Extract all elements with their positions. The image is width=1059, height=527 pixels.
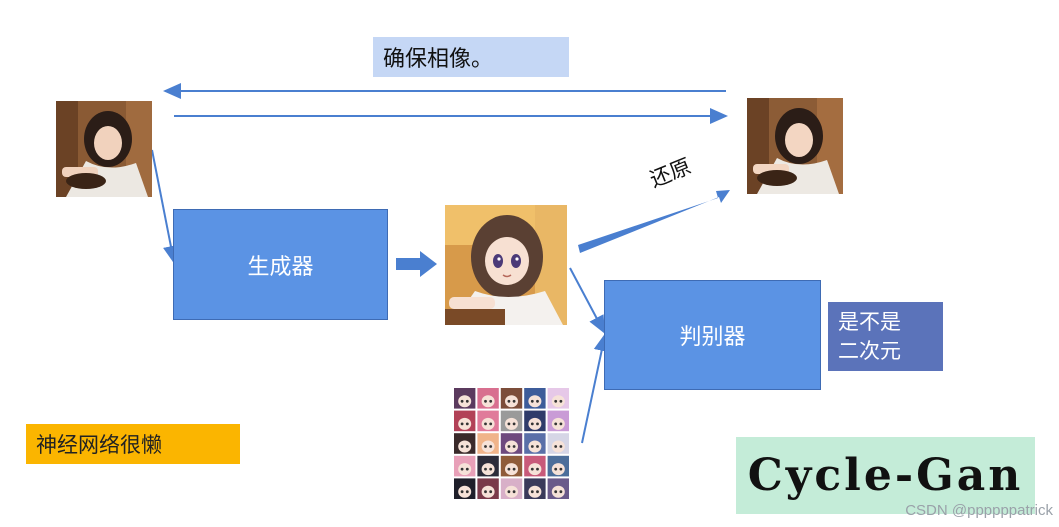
anime-dataset-grid — [453, 387, 570, 500]
anime-face-thumb — [524, 478, 546, 499]
anime-faces-grid-icon — [454, 388, 569, 499]
cycle-gan-title: Cycle-Gan — [747, 450, 1024, 501]
arrow-restore — [578, 190, 730, 253]
anime-face-thumb — [500, 433, 523, 454]
anime-face-thumb — [454, 388, 476, 409]
real-photo-input — [56, 101, 152, 197]
anime-face-thumb — [500, 410, 523, 432]
anime-face-thumb — [547, 478, 569, 499]
anime-face-thumb — [454, 410, 476, 432]
arrow-dataset-to-discriminator — [581, 333, 610, 444]
anime-face-thumb — [547, 388, 569, 409]
anime-face-thumb — [454, 478, 476, 499]
watermark: CSDN @ppppppatrick — [905, 502, 1053, 519]
anime-face-thumb — [477, 388, 499, 409]
question-line-2: 二次元 — [838, 339, 901, 363]
anime-face-thumb — [524, 410, 546, 432]
anime-face-thumb — [454, 433, 476, 454]
anime-face-thumb — [524, 455, 546, 477]
anime-face-thumb — [524, 433, 546, 454]
anime-face-thumb — [477, 455, 499, 477]
anime-portrait-icon — [445, 205, 567, 325]
anime-face-thumb — [454, 455, 476, 477]
real-photo-output — [747, 98, 843, 194]
anime-face-thumb — [547, 433, 569, 454]
anime-face-thumb — [547, 455, 569, 477]
discriminator-node: 判别器 — [604, 280, 821, 390]
anime-face-thumb — [500, 478, 523, 499]
anime-generated-image — [445, 205, 567, 325]
arrow-generator-to-anime — [396, 251, 437, 277]
generator-label: 生成器 — [247, 254, 314, 280]
anime-face-thumb — [500, 388, 523, 409]
top-note-text: 确保相像。 — [383, 47, 494, 72]
anime-face-thumb — [547, 410, 569, 432]
anime-face-thumb — [500, 455, 523, 477]
question-box: 是不是 二次元 — [828, 302, 943, 371]
arrow-photo-to-generator — [151, 149, 179, 264]
generator-node: 生成器 — [173, 209, 388, 320]
anime-face-thumb — [477, 410, 499, 432]
portrait-photo-icon — [747, 98, 843, 194]
anime-face-thumb — [524, 388, 546, 409]
lazy-network-text: 神经网络很懒 — [36, 433, 162, 457]
anime-face-thumb — [477, 478, 499, 499]
anime-face-thumb — [477, 433, 499, 454]
lazy-network-note: 神经网络很懒 — [26, 424, 240, 464]
arrow-anime-to-discriminator — [569, 267, 605, 334]
portrait-photo-icon — [56, 101, 152, 197]
discriminator-label: 判别器 — [679, 325, 746, 350]
question-line-1: 是不是 — [838, 310, 901, 334]
cycle-gan-title-box: Cycle-Gan — [736, 437, 1035, 514]
top-note-consistency: 确保相像。 — [373, 37, 569, 77]
